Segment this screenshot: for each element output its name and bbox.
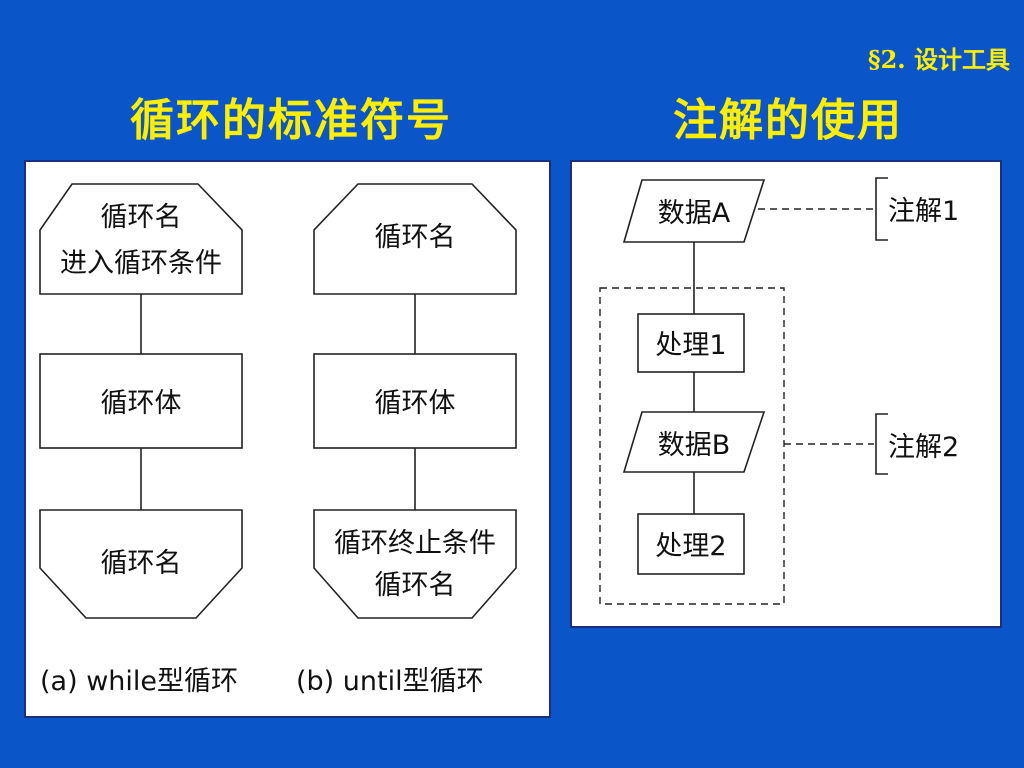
while-loop-top-line2: 进入循环条件 — [60, 248, 222, 279]
until-loop-bottom-shape — [313, 509, 517, 619]
data-a-label: 数据A — [658, 198, 731, 229]
section-tag: §2. 设计工具 — [868, 45, 1010, 74]
while-loop-bottom-shape — [39, 509, 243, 619]
heading-loop-symbols: 循环的标准符号 — [130, 95, 452, 146]
until-loop-bottom-line1: 循环终止条件 — [334, 528, 496, 559]
process-2-box — [637, 513, 745, 575]
until-loop-body-shape — [313, 353, 517, 449]
process-1-box — [637, 313, 745, 373]
while-loop-bottom-label: 循环名 — [101, 548, 182, 579]
until-loop-top-shape — [313, 183, 517, 295]
until-loop-body-label: 循环体 — [375, 388, 456, 419]
annotation-diagram: 数据A 处理1 数据B 处理2 注解1 注解2 — [599, 177, 959, 605]
note-2-bracket — [875, 413, 888, 475]
until-loop-caption: (b) until型循环 — [296, 666, 484, 697]
process-1-label: 处理1 — [655, 330, 726, 361]
note-1-bracket — [875, 177, 888, 241]
note-1-label: 注解1 — [888, 196, 959, 227]
data-a-parallelogram — [622, 179, 766, 243]
annotation-panel: 数据A 处理1 数据B 处理2 注解1 注解2 — [570, 160, 1002, 628]
while-loop-top-shape — [39, 183, 243, 295]
until-loop-bottom-line2: 循环名 — [375, 570, 456, 601]
data-b-parallelogram — [622, 411, 766, 473]
loop-symbols-panel: 循环名 进入循环条件 循环体 循环名 (a) while型循环 循环名 循环体 … — [24, 160, 551, 718]
note-2-label: 注解2 — [888, 432, 959, 463]
while-loop-caption: (a) while型循环 — [40, 666, 238, 697]
loop-symbols-diagram: 循环名 进入循环条件 循环体 循环名 (a) while型循环 循环名 循环体 … — [39, 183, 517, 697]
annotation-group-box — [599, 287, 785, 605]
data-b-label: 数据B — [658, 430, 731, 461]
while-loop-top-line1: 循环名 — [101, 202, 182, 233]
until-loop-top-label: 循环名 — [375, 222, 456, 253]
while-loop-body-shape — [39, 353, 243, 449]
process-2-label: 处理2 — [655, 531, 726, 562]
while-loop-body-label: 循环体 — [101, 388, 182, 419]
heading-annotation-use: 注解的使用 — [673, 95, 903, 146]
